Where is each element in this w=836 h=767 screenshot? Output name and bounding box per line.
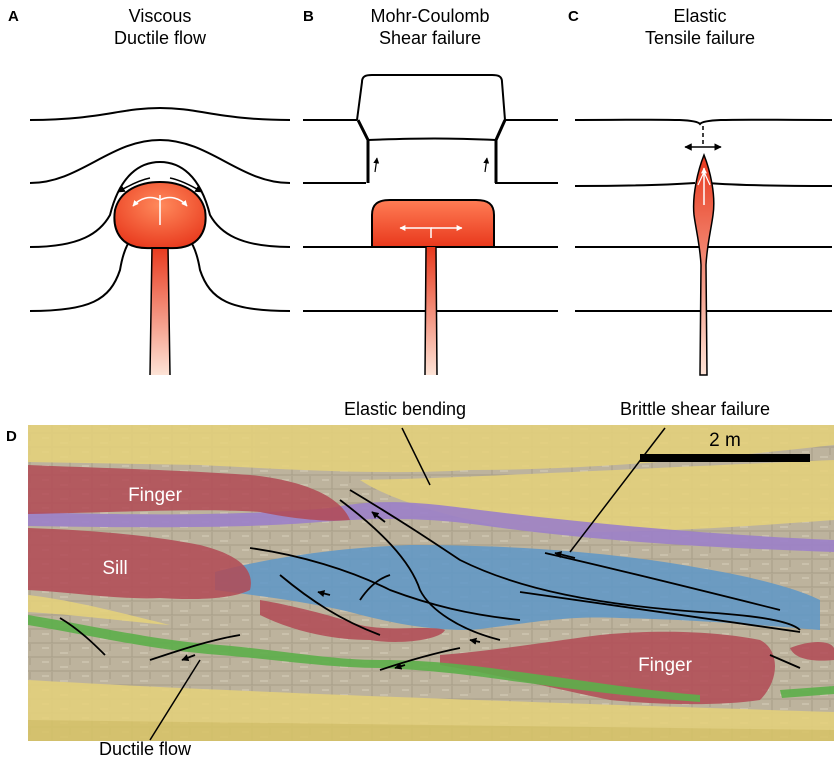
a-layer-3 <box>29 160 291 248</box>
panel-c-title-line1: Elastic <box>673 6 727 26</box>
main-shear-fault <box>349 489 801 631</box>
fault-lines <box>59 489 801 671</box>
panels-abc-diagram <box>29 74 833 376</box>
sill-body <box>28 528 251 600</box>
panel-b-diagram <box>303 74 558 376</box>
panel-c-diagram <box>574 118 833 376</box>
panel-a-title-line2: Ductile flow <box>113 28 207 48</box>
panel-a-title-line1: Viscous <box>128 6 192 26</box>
panel-d-letter: D <box>6 428 17 445</box>
scale-bar <box>640 454 810 462</box>
panel-b-title-line2: Shear failure <box>378 28 482 48</box>
a-conduit <box>150 246 170 375</box>
brittle-fault <box>544 552 781 611</box>
elastic-bending-leader <box>401 427 431 486</box>
scale-label: 2 m <box>709 430 741 451</box>
panel-a-diagram <box>29 106 291 376</box>
a-layer-1 <box>29 106 291 121</box>
b-conduit <box>425 247 437 375</box>
brittle-shear-leader <box>569 427 666 553</box>
brittle-shear-label: Brittle shear failure <box>619 399 771 419</box>
finger-upper-label: Finger <box>128 485 182 506</box>
c-crack <box>692 152 715 376</box>
panel-b-letter: B <box>303 8 314 25</box>
a-layer-2 <box>29 138 291 184</box>
panel-c-title: Elastic Tensile failure <box>600 5 800 49</box>
ductile-flow-label: Ductile flow <box>98 739 192 759</box>
panel-c-title-line2: Tensile failure <box>644 28 756 48</box>
sill-label: Sill <box>102 558 128 579</box>
b-uplifted-block <box>356 74 506 121</box>
elastic-bending-label: Elastic bending <box>343 399 467 419</box>
panel-b-title: Mohr-Coulomb Shear failure <box>330 5 530 49</box>
b-sill <box>371 199 495 248</box>
finger-upper-body <box>28 465 350 521</box>
panel-c-letter: C <box>568 8 579 25</box>
finger-lower-label: Finger <box>638 655 692 676</box>
panel-b-title-line1: Mohr-Coulomb <box>370 6 490 26</box>
red-intrusions <box>28 465 834 705</box>
purple-layer <box>28 502 834 552</box>
panel-a-title: Viscous Ductile flow <box>60 5 260 49</box>
c-layer-1 <box>574 118 833 126</box>
ductile-flow-leader <box>149 659 201 741</box>
green-layer <box>28 615 700 702</box>
panel-a-letter: A <box>8 8 19 25</box>
finger-lower-body <box>440 631 775 705</box>
